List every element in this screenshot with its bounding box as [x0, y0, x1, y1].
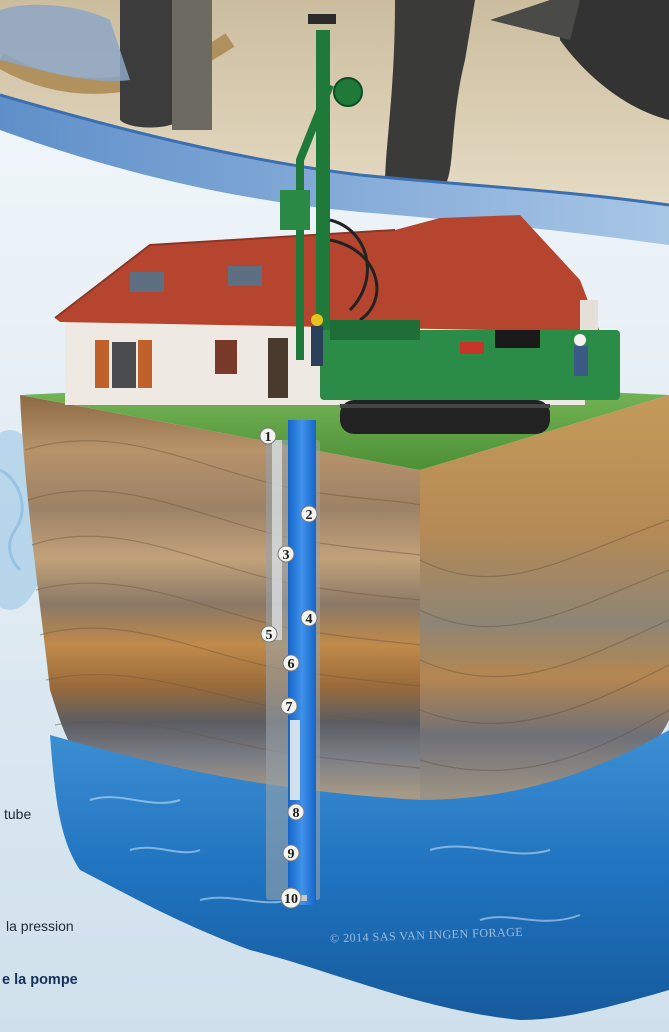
well-markers: 1 2 3 4 56 7 8 9 10 [259, 427, 318, 909]
well-marker-label: 8 [293, 806, 300, 821]
well-marker-1: 1 [259, 427, 277, 445]
header-band [0, 93, 669, 245]
well-marker-2: 2 [300, 505, 318, 523]
caption-tube: tube [4, 806, 32, 822]
aquifer-water [50, 730, 669, 1020]
well-marker-6: 6 [282, 654, 300, 672]
well-marker-9: 9 [282, 844, 300, 862]
well-marker-label: 10 [284, 892, 298, 907]
well-marker-7: 7 [280, 697, 298, 715]
well-marker-label: 4 [306, 612, 313, 627]
well-marker-label: 6 [288, 657, 295, 672]
well-marker-label: 7 [286, 700, 293, 715]
drilling-rig-icon [280, 14, 620, 434]
well-marker-label: 1 [265, 430, 272, 445]
well-marker-label: 3 [283, 548, 290, 563]
well-marker-4: 4 [300, 609, 318, 627]
well-marker-3: 3 [277, 545, 295, 563]
well-marker-10: 10 [280, 887, 302, 909]
well-marker-8: 8 [287, 803, 305, 821]
well-marker-5: 5 [260, 625, 278, 643]
well-marker-label: 5 [266, 628, 273, 643]
caption-pompe: e la pompe [2, 972, 78, 988]
top-photo [0, 0, 669, 205]
caption-pression: la pression [6, 918, 74, 934]
well-marker-label: 9 [288, 847, 295, 862]
well-marker-label: 2 [306, 508, 313, 523]
